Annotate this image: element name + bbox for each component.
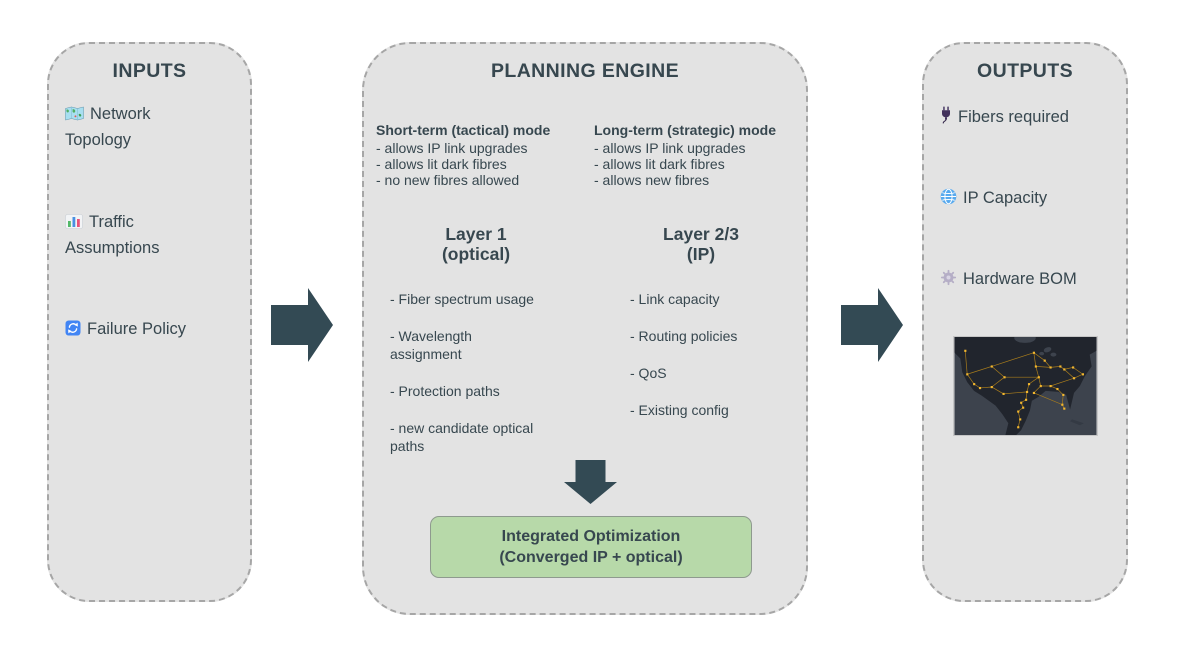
layer-item: - QoS bbox=[630, 365, 667, 381]
output-item-hardware-bom: Hardware BOM bbox=[940, 267, 1122, 293]
mode-bullet: - allows lit dark fibres bbox=[594, 156, 725, 172]
bar-chart-icon bbox=[65, 212, 83, 236]
layer-title: Layer 1 bbox=[445, 224, 507, 244]
flow-arrow-inputs-to-engine bbox=[271, 288, 333, 362]
mode-heading: Short-term (tactical) mode bbox=[376, 122, 551, 138]
gear-icon bbox=[940, 269, 957, 293]
globe-icon bbox=[940, 188, 957, 212]
integration-arrow-down bbox=[564, 460, 617, 504]
short-term-mode: Short-term (tactical) mode - allows IP l… bbox=[376, 122, 590, 188]
layer-item-list: - Fiber spectrum usage - Wavelength assi… bbox=[390, 290, 542, 455]
layer-heading: Layer 2/3 (IP) bbox=[616, 224, 786, 264]
inputs-panel: INPUTS Network Topology bbox=[47, 42, 252, 602]
layer-item: - Existing config bbox=[630, 402, 729, 418]
layer-item-list: - Link capacity - Routing policies - QoS… bbox=[630, 290, 780, 419]
mode-bullet: - allows new fibres bbox=[594, 172, 710, 188]
input-item-failure-policy: Failure Policy bbox=[65, 317, 197, 343]
inputs-title: INPUTS bbox=[112, 60, 187, 82]
layer-1-optical-column: Layer 1 (optical) - Fiber spectrum usage… bbox=[378, 224, 574, 474]
long-term-mode: Long-term (strategic) mode - allows IP l… bbox=[594, 122, 808, 188]
world-map-icon bbox=[65, 104, 84, 128]
output-item-label: IP Capacity bbox=[963, 189, 1048, 207]
planning-engine-panel: PLANNING ENGINE Short-term (tactical) mo… bbox=[362, 42, 808, 615]
mode-heading: Long-term (strategic) mode bbox=[594, 122, 777, 138]
input-item-traffic-assumptions: Traffic Assumptions bbox=[65, 210, 197, 260]
layer-23-ip-column: Layer 2/3 (IP) - Link capacity - Routing… bbox=[616, 224, 786, 438]
flow-arrow-engine-to-outputs bbox=[841, 288, 903, 362]
layer-item: - Link capacity bbox=[630, 291, 720, 307]
integrated-optimization-box: Integrated Optimization (Converged IP + … bbox=[430, 516, 752, 578]
layer-heading: Layer 1 (optical) bbox=[378, 224, 574, 264]
layer-item: - Wavelength assignment bbox=[390, 328, 472, 362]
mode-bullet: - allows IP link upgrades bbox=[594, 140, 746, 156]
layer-subtitle: (IP) bbox=[686, 244, 716, 264]
output-item-ip-capacity: IP Capacity bbox=[940, 186, 1122, 212]
mode-bullet: - allows IP link upgrades bbox=[376, 140, 528, 156]
layer-item: - new candidate optical paths bbox=[390, 420, 534, 454]
input-item-label: Failure Policy bbox=[87, 320, 187, 338]
map-network-nodes bbox=[964, 349, 1085, 429]
result-line-2: (Converged IP + optical) bbox=[499, 549, 683, 566]
layer-subtitle: (optical) bbox=[441, 244, 511, 264]
input-item-label: Network Topology bbox=[65, 105, 151, 149]
mode-bullet: - no new fibres allowed bbox=[376, 172, 520, 188]
layer-item: - Protection paths bbox=[390, 383, 500, 399]
planning-engine-title: PLANNING ENGINE bbox=[490, 60, 679, 82]
mode-bullet: - allows lit dark fibres bbox=[376, 156, 507, 172]
layer-title: Layer 2/3 bbox=[663, 224, 739, 244]
output-item-label: Hardware BOM bbox=[963, 270, 1077, 288]
output-item-label: Fibers required bbox=[958, 108, 1069, 126]
network-map-image bbox=[953, 336, 1098, 436]
output-item-fibers-required: Fibers required bbox=[940, 105, 1122, 131]
outputs-panel: OUTPUTS Fibers required bbox=[922, 42, 1128, 602]
layer-item: - Routing policies bbox=[630, 328, 738, 344]
input-item-network-topology: Network Topology bbox=[65, 102, 197, 152]
plug-icon bbox=[940, 106, 952, 131]
outputs-title: OUTPUTS bbox=[977, 60, 1073, 82]
layer-item: - Fiber spectrum usage bbox=[390, 291, 534, 307]
result-line-1: Integrated Optimization bbox=[501, 528, 681, 545]
refresh-icon bbox=[65, 319, 81, 343]
input-item-label: Traffic Assumptions bbox=[65, 213, 160, 257]
